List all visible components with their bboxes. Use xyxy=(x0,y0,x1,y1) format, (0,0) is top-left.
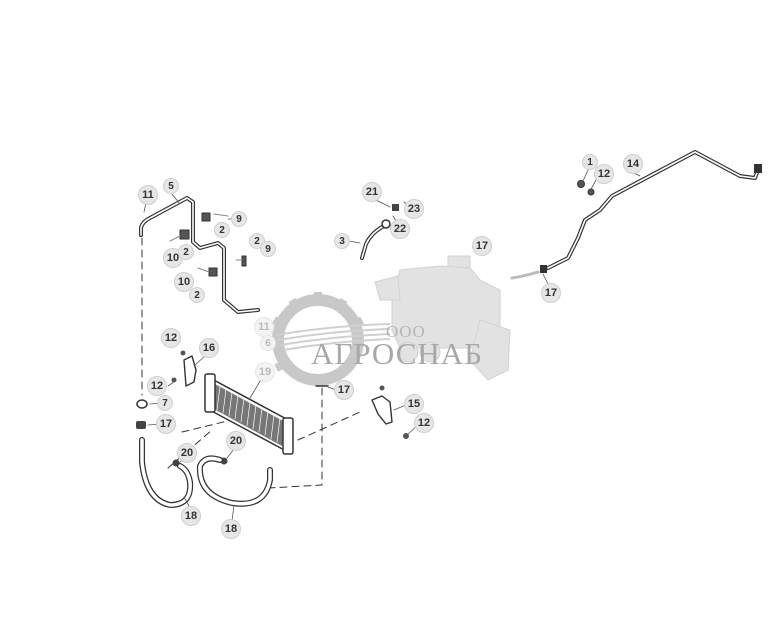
oil-cooler-19 xyxy=(204,373,294,455)
callout-18[interactable]: 18 xyxy=(181,506,201,526)
callout-17[interactable]: 17 xyxy=(156,414,176,434)
fitting-icon xyxy=(540,265,547,273)
callout-2[interactable]: 2 xyxy=(189,287,205,303)
callout-21[interactable]: 21 xyxy=(362,182,382,202)
combine-harvester-icon xyxy=(374,255,511,381)
callout-17[interactable]: 17 xyxy=(472,236,492,256)
callout-12[interactable]: 12 xyxy=(161,328,181,348)
callout-19[interactable]: 19 xyxy=(255,362,275,382)
callout-16[interactable]: 16 xyxy=(199,338,219,358)
callout-17[interactable]: 17 xyxy=(334,380,354,400)
callout-22[interactable]: 22 xyxy=(390,219,410,239)
callout-14[interactable]: 14 xyxy=(623,154,643,174)
hose-3 xyxy=(360,224,386,260)
callout-12[interactable]: 12 xyxy=(147,376,167,396)
bracket-15 xyxy=(371,395,393,425)
callout-1[interactable]: 1 xyxy=(582,154,598,170)
callout-20[interactable]: 20 xyxy=(226,431,246,451)
callout-15[interactable]: 15 xyxy=(404,394,424,414)
callout-2[interactable]: 2 xyxy=(214,222,230,238)
bracket-16 xyxy=(183,355,197,387)
callout-2[interactable]: 2 xyxy=(178,244,194,260)
callout-18[interactable]: 18 xyxy=(221,519,241,539)
watermark-company-name: АГРОСНАБ xyxy=(311,336,483,371)
callout-7[interactable]: 7 xyxy=(157,395,173,411)
callout-6[interactable]: 6 xyxy=(260,335,276,351)
watermark-prefix: ООО xyxy=(386,322,426,341)
callout-3[interactable]: 3 xyxy=(334,233,350,249)
callout-11[interactable]: 11 xyxy=(254,317,274,337)
callout-23[interactable]: 23 xyxy=(404,199,424,219)
callout-5[interactable]: 5 xyxy=(163,178,179,194)
callout-20[interactable]: 20 xyxy=(177,443,197,463)
fitting-icon xyxy=(754,164,762,173)
callout-11[interactable]: 11 xyxy=(138,185,158,205)
callout-12[interactable]: 12 xyxy=(594,164,614,184)
callout-9[interactable]: 9 xyxy=(231,211,247,227)
callout-17[interactable]: 17 xyxy=(541,283,561,303)
callout-12[interactable]: 12 xyxy=(414,413,434,433)
callout-9[interactable]: 9 xyxy=(260,241,276,257)
callout-10[interactable]: 10 xyxy=(174,272,194,292)
